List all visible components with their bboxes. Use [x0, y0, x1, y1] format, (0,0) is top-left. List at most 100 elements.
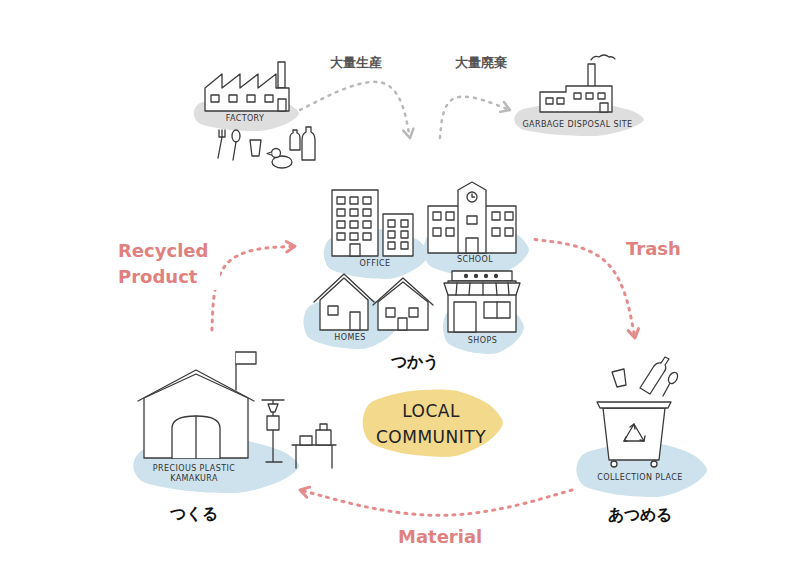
- office-building: [383, 214, 413, 256]
- plastic-items: [250, 140, 261, 156]
- workshop-building: [195, 416, 196, 458]
- school-building: [472, 194, 475, 197]
- flow-arrow: [300, 487, 572, 515]
- place-label: SCHOOL: [457, 255, 493, 265]
- factory-building: [278, 62, 285, 88]
- factory-building: [205, 74, 289, 111]
- arrow-head: [500, 102, 510, 112]
- office-building: [401, 231, 408, 238]
- blob-fill: [133, 439, 299, 493]
- shop-building: [484, 302, 510, 318]
- collection-bin: [603, 408, 665, 460]
- dotted-line: [535, 239, 635, 338]
- community-label: LOCAL COMMUNITY: [366, 398, 496, 450]
- houses: [398, 318, 407, 330]
- collected-trash: [663, 383, 670, 396]
- dotted-line: [212, 246, 295, 330]
- workshop-building: [172, 416, 220, 458]
- plastic-items: [233, 142, 236, 160]
- disposal-building: [540, 86, 612, 112]
- plastic-items: [302, 127, 315, 160]
- school-building: [467, 192, 477, 202]
- flow-label: 大量廃棄: [453, 54, 509, 72]
- school-building: [428, 182, 516, 253]
- shop-building: [454, 302, 476, 332]
- blob-fill: [363, 390, 503, 457]
- place-label: OFFICE: [360, 259, 391, 269]
- collection-bin: [624, 424, 645, 441]
- disposal-building: [540, 55, 615, 112]
- blob-fill: [576, 443, 707, 497]
- place-blob: [128, 330, 300, 533]
- place-label: SHOPS: [468, 336, 497, 346]
- flow-arrow: [300, 82, 413, 138]
- blob-fill: [324, 229, 429, 279]
- community-blob: LOCAL COMMUNITY: [358, 388, 504, 458]
- disposal-building: [600, 103, 608, 112]
- office-building: [350, 221, 358, 228]
- houses: [320, 278, 368, 330]
- label-holder: 大量廃棄: [453, 54, 509, 72]
- collection-bin: [597, 402, 671, 408]
- office-building: [363, 221, 371, 228]
- plastic-items: [218, 127, 315, 168]
- stage-heading: つかう: [391, 352, 439, 372]
- place-label: PRECIOUS PLASTIC KAMAKURA: [144, 464, 244, 484]
- houses: [373, 278, 433, 305]
- factory-building: [229, 95, 237, 102]
- label-holder: Recycled Product: [116, 238, 220, 290]
- blob-fill: [194, 96, 299, 131]
- town-group: つかうOFFICESCHOOLHOMESSHOPS: [295, 138, 535, 376]
- shop-building: [485, 275, 488, 278]
- recycling-machines: [300, 436, 312, 445]
- school-node: SCHOOL: [420, 222, 530, 278]
- disposal-building: [546, 98, 553, 104]
- school-building: [505, 228, 513, 236]
- office-building: [388, 231, 395, 238]
- office-building: [350, 197, 358, 204]
- school-building: [492, 228, 500, 236]
- shops-node: SHOPS: [440, 300, 525, 355]
- school-building: [505, 212, 513, 220]
- flow-arrow: [535, 239, 638, 338]
- dotted-line: [300, 82, 410, 138]
- school-building: [446, 228, 454, 236]
- workshop-node: PRECIOUS PLASTIC KAMAKURAつくる: [128, 330, 300, 533]
- houses: [409, 308, 418, 317]
- shop-building: [444, 283, 520, 295]
- shop-building: [475, 275, 478, 278]
- plastic-items: [232, 130, 240, 142]
- disposal-building: [598, 93, 605, 99]
- disposal-building: [588, 64, 595, 88]
- arrow-head: [300, 487, 310, 497]
- plastic-items: [267, 152, 272, 155]
- workshop-building: [236, 352, 256, 364]
- plastic-items: [290, 130, 300, 150]
- collection-bin: [611, 461, 617, 467]
- flow-arrow: [212, 241, 295, 330]
- office-building: [401, 242, 408, 249]
- place-blob: [510, 102, 645, 137]
- label-holder: 大量生産: [328, 54, 384, 72]
- label-holder: Trash: [624, 236, 683, 262]
- label-holder: Material: [396, 524, 484, 550]
- school-building: [433, 212, 441, 220]
- houses: [328, 306, 338, 315]
- shop-building: [465, 275, 468, 278]
- office-building: [350, 244, 360, 256]
- place-label: FACTORY: [226, 114, 265, 124]
- collected-trash: [612, 357, 679, 396]
- collection-bin: [597, 402, 671, 467]
- office-building: [401, 220, 408, 227]
- disposal-building: [586, 93, 593, 99]
- dotted-line: [440, 97, 510, 138]
- place-blob: [320, 228, 430, 280]
- shop-building: [452, 271, 512, 281]
- blob-fill: [443, 301, 524, 354]
- collection-bin: [624, 424, 644, 441]
- office-building: [337, 233, 345, 240]
- houses: [350, 312, 360, 330]
- recycling-machines: [316, 430, 331, 445]
- place-blob: [420, 222, 530, 278]
